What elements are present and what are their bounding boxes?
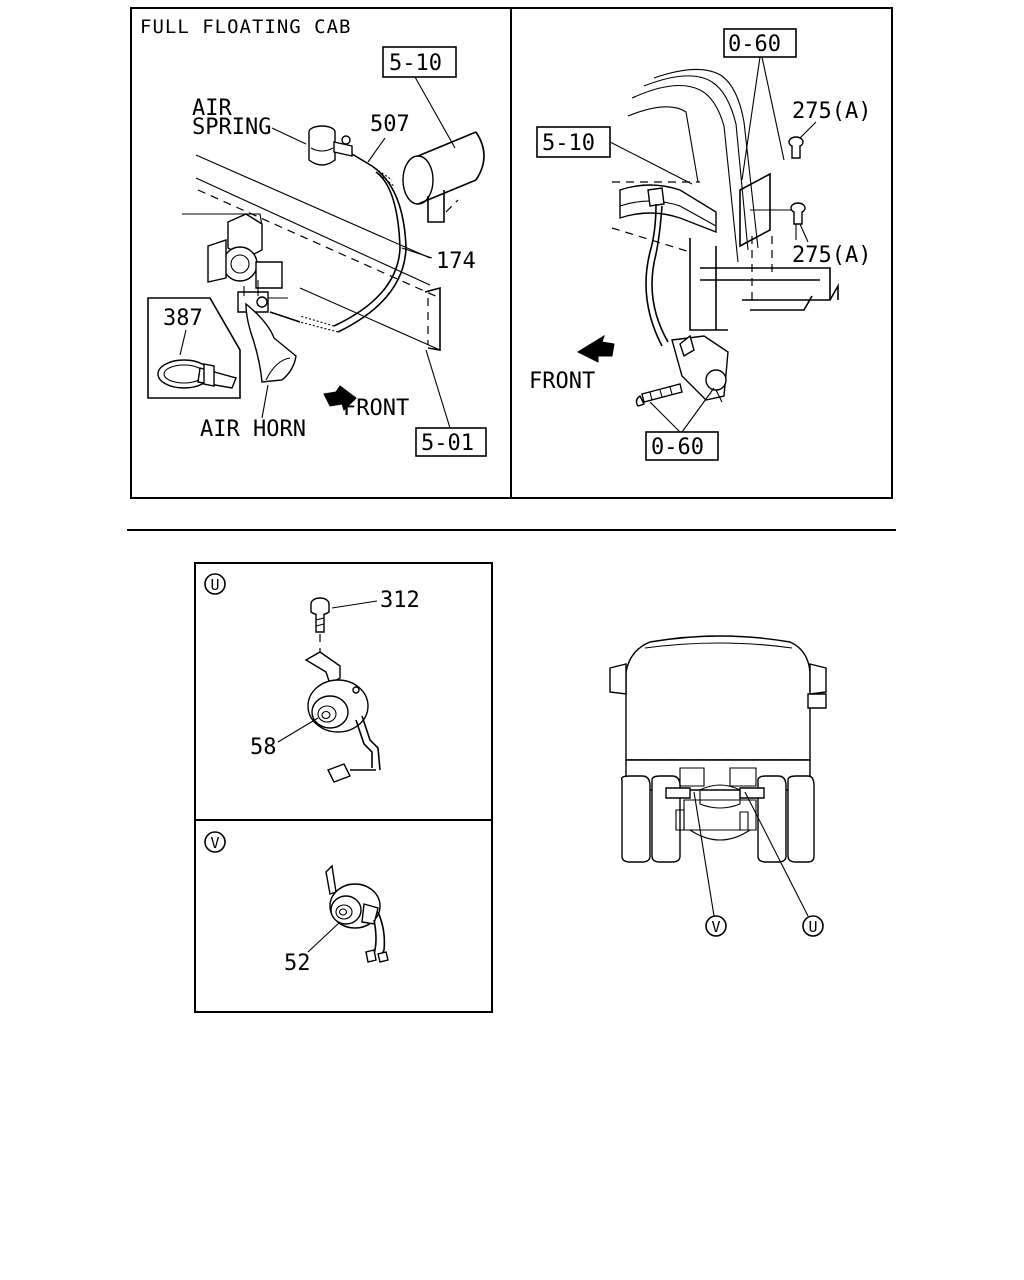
- panel-title: FULL FLOATING CAB: [140, 16, 351, 38]
- ref-5-01-label: 5-01: [421, 431, 474, 456]
- valve-assembly: [207, 213, 288, 313]
- leader-0-60-top-b: [761, 56, 785, 161]
- cab-structure: [611, 68, 839, 331]
- part-312-label: 312: [380, 588, 420, 613]
- screw-312: [310, 597, 330, 656]
- horn-58: [304, 651, 381, 783]
- part-58-label: 58: [250, 735, 277, 760]
- leader-312: [331, 600, 378, 609]
- part-174-label: 174: [436, 249, 476, 274]
- leader-marker-u: [744, 791, 809, 917]
- ref-0-60-top-label: 0-60: [728, 32, 781, 57]
- ref-box-5-10: [382, 46, 457, 78]
- leader-174: [401, 247, 433, 259]
- cross-member-tube: [402, 131, 485, 223]
- air-horn: [245, 302, 297, 383]
- ref-0-60-bottom-label: 0-60: [651, 435, 704, 460]
- bolt-275a-top: [788, 136, 804, 159]
- air-horn-label: AIR HORN: [200, 417, 306, 442]
- air-hose: [269, 153, 407, 333]
- ref-box-5-01: [415, 427, 487, 457]
- detail-u: U 312 58: [204, 573, 420, 783]
- front-arrow-right: [576, 334, 615, 363]
- ref-5-10-right-label: 5-10: [542, 131, 595, 156]
- leader-marker-v: [693, 791, 715, 917]
- leader-275a-top: [799, 121, 817, 139]
- front-arrow: [323, 385, 357, 411]
- truck-marker-v-text: V: [711, 918, 720, 936]
- part-275a-bottom-label: 275(A): [792, 243, 871, 268]
- air-spring-label-line2: SPRING: [192, 115, 271, 140]
- leader-0-60-bottom-a: [649, 401, 681, 433]
- marker-v-text: V: [210, 834, 219, 852]
- part-387-label: 387: [163, 306, 203, 331]
- marker-u-text: U: [210, 576, 219, 594]
- detail-frame: [194, 562, 493, 1013]
- part-52-label: 52: [284, 951, 311, 976]
- front-label-right: FRONT: [529, 369, 595, 394]
- part-507-label: 507: [370, 112, 410, 137]
- leader-507: [367, 137, 386, 163]
- leader-52: [307, 921, 341, 953]
- leader-air-horn: [261, 384, 269, 419]
- air-spring: AIR SPRING: [192, 96, 353, 166]
- top-left-panel: FULL FLOATING CAB 5-10 AIR SPRING: [140, 16, 487, 457]
- part-275a-top-label: 275(A): [792, 99, 871, 124]
- marker-u-circle: [204, 573, 226, 595]
- leader-0-60-top-a: [741, 56, 761, 181]
- leader-0-60-bottom-b: [681, 387, 715, 433]
- marker-v-circle: [204, 831, 226, 853]
- bolt-0-60-bottom: [635, 383, 683, 407]
- detail-v: V 52: [204, 831, 389, 976]
- leader-58: [277, 717, 319, 743]
- front-label: FRONT: [343, 396, 409, 421]
- truck-marker-u-text: U: [808, 918, 817, 936]
- leader-air-spring: [271, 127, 307, 145]
- horn-52: [325, 864, 389, 963]
- hose-and-horn-right: [645, 187, 729, 403]
- truck-marker-v-circle: [705, 915, 727, 937]
- leader-387: [179, 329, 187, 356]
- truck-marker-u-circle: [802, 915, 824, 937]
- leader-5-10-right: [609, 141, 693, 185]
- leader-275a-bottom: [799, 223, 809, 243]
- top-right-panel: 0-60 275(A): [529, 28, 871, 461]
- leader-5-10: [414, 76, 456, 149]
- ref-5-10-label: 5-10: [389, 51, 442, 76]
- air-spring-label-line1: AIR: [192, 96, 232, 121]
- frame-rail: [182, 154, 441, 351]
- clamp-inset: 387: [147, 297, 241, 399]
- leader-5-01: [425, 349, 451, 429]
- truck-front-view: V U: [609, 635, 827, 937]
- bolt-275a-bottom: [790, 202, 806, 225]
